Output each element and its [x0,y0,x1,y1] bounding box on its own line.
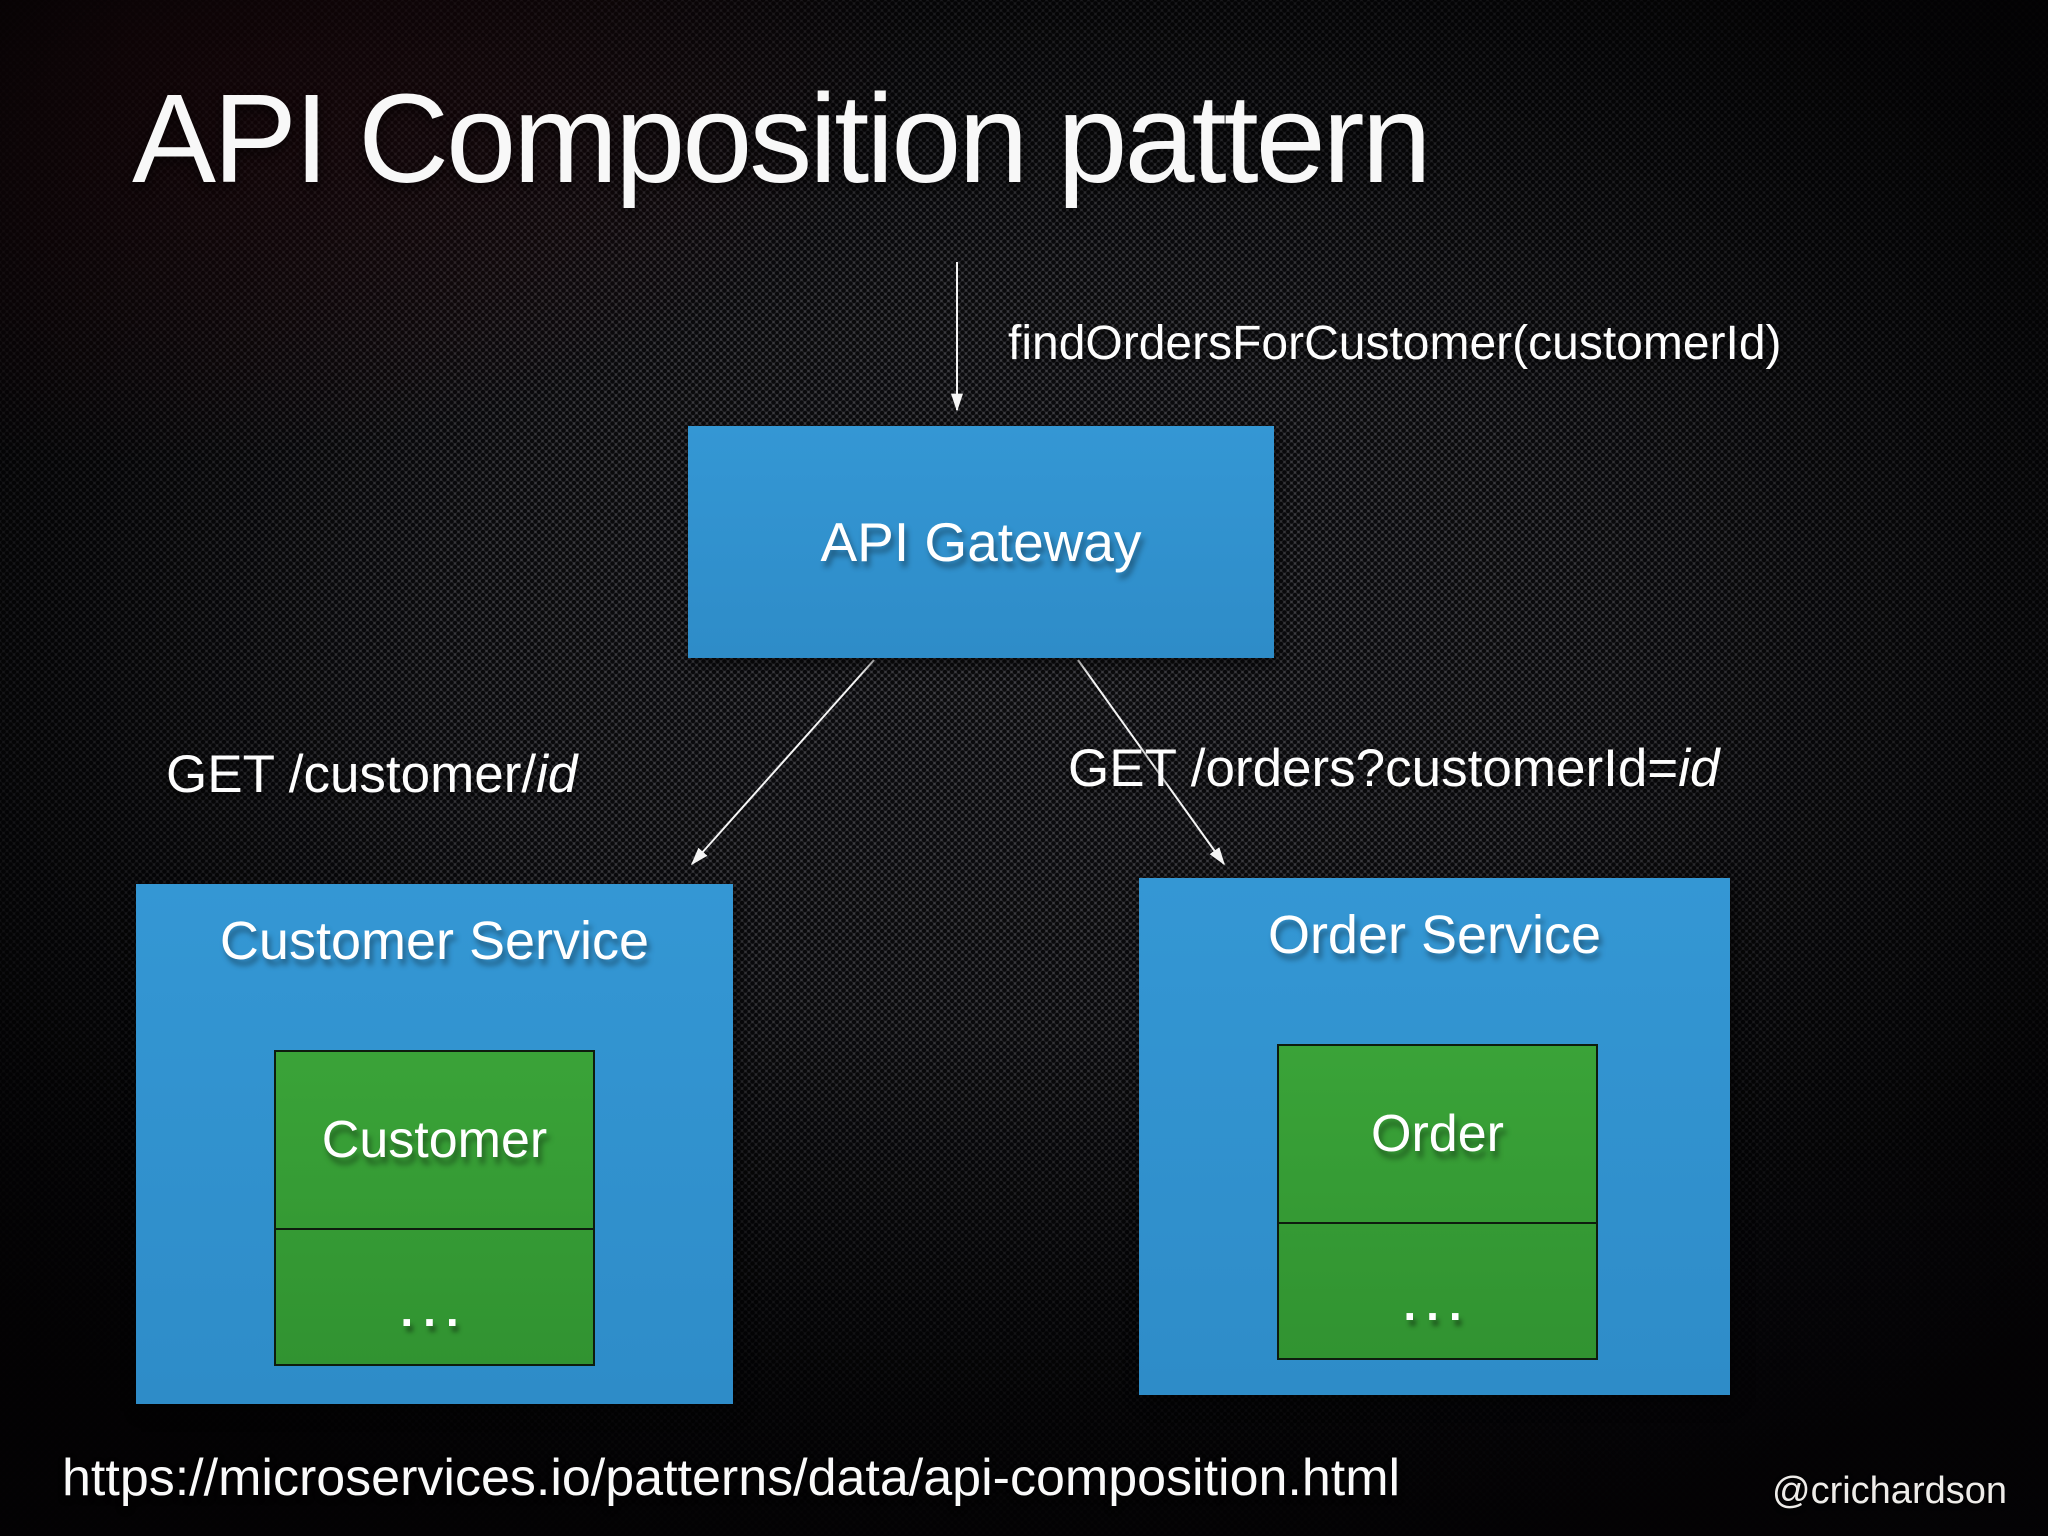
page-title: API Composition pattern [132,68,1432,209]
customer-service-title: Customer Service [219,911,650,971]
get-orders-param: id [1678,739,1720,798]
get-customer-path: GET /customer/ [166,745,537,804]
api-gateway-label: API Gateway [820,511,1142,573]
customer-entity-ellipsis: ... [400,1284,469,1336]
order-entity-box: Order ... [1277,1044,1598,1360]
get-customer-arrow [690,659,875,866]
request-arrow-label: findOrdersForCustomer(customerId) [1008,317,1782,370]
customer-service-box: Customer Service Customer ... [136,884,733,1404]
get-orders-arrow [1077,659,1225,866]
customer-entity-box: Customer ... [274,1050,595,1366]
get-orders-label: GET /orders?customerId=id [1068,738,1720,799]
order-entity-name: Order [1279,1046,1596,1224]
get-orders-path: GET /orders?customerId= [1068,739,1679,798]
get-customer-label: GET /customer/id [166,744,577,805]
footer-handle: @crichardson [1772,1470,2007,1512]
order-service-box: Order Service Order ... [1139,878,1730,1395]
order-service-title: Order Service [1267,905,1602,965]
api-gateway-box: API Gateway [688,426,1274,658]
customer-entity-name: Customer [276,1052,593,1230]
order-entity-ellipsis: ... [1403,1278,1472,1330]
footer-url: https://microservices.io/patterns/data/a… [62,1449,1401,1507]
get-customer-param: id [536,745,578,804]
